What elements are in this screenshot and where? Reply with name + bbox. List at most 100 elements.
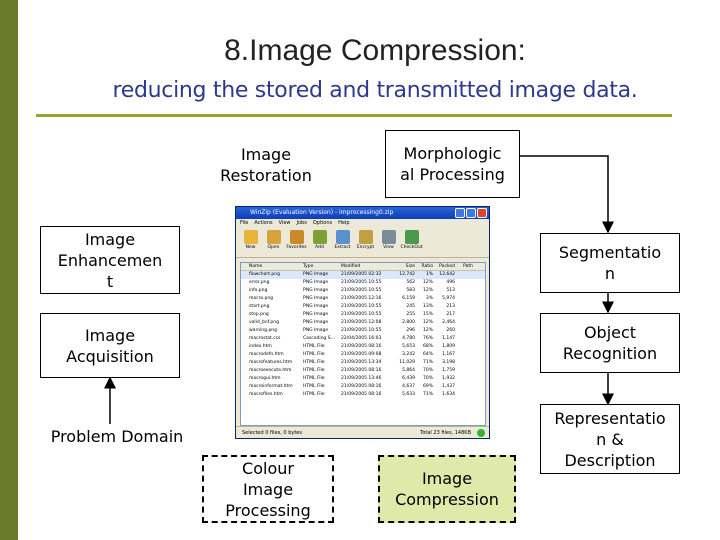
maximize-icon bbox=[466, 208, 476, 218]
table-cell: 21/09/2005 02:32 bbox=[341, 272, 382, 277]
table-cell bbox=[457, 383, 473, 391]
minimize-icon bbox=[455, 208, 465, 218]
table-cell: 69% bbox=[422, 384, 433, 389]
table-cell: 71% bbox=[422, 360, 433, 365]
new-archive-icon bbox=[243, 230, 258, 244]
node-problem-domain: Problem Domain bbox=[50, 427, 184, 446]
table-cell: 21/09/2005 08:16 bbox=[341, 392, 382, 397]
table-cell: HTML File bbox=[303, 360, 325, 365]
node-label: Object Recognition bbox=[562, 323, 658, 363]
table-cell bbox=[457, 303, 473, 311]
table-cell: 3,198 bbox=[442, 360, 455, 365]
table-cell bbox=[457, 351, 473, 359]
table-cell bbox=[457, 311, 473, 319]
table-cell: PNG Image bbox=[303, 288, 329, 293]
open-folder-icon bbox=[266, 230, 281, 244]
table-cell: 4,637 bbox=[402, 384, 415, 389]
table-cell: 3% bbox=[425, 296, 433, 301]
table-cell bbox=[457, 295, 473, 303]
table-cell bbox=[457, 343, 473, 351]
toolbar-button-open: Open bbox=[263, 230, 284, 255]
table-cell: 1,932 bbox=[442, 376, 455, 381]
table-cell: 21/09/2005 10:55 bbox=[341, 312, 382, 317]
add-icon bbox=[312, 230, 327, 244]
table-cell: 245 bbox=[406, 304, 415, 309]
table-cell bbox=[457, 391, 473, 399]
table-cell: 68% bbox=[422, 344, 433, 349]
table-cell: PNG Image bbox=[303, 328, 329, 333]
node-label: Colour Image Processing bbox=[225, 458, 311, 520]
table-cell: 21/09/2005 08:16 bbox=[341, 344, 382, 349]
arrow-morph-to-segmentation bbox=[520, 155, 614, 234]
menu-item-options: Options bbox=[312, 220, 333, 226]
table-cell: Cascading S... bbox=[303, 336, 335, 341]
toolbar-label: Extract bbox=[334, 245, 351, 250]
table-cell: 1% bbox=[425, 272, 433, 277]
column-header-name: Name bbox=[249, 264, 263, 269]
node-label: Image Enhancemen t bbox=[57, 229, 163, 291]
table-cell: index.htm bbox=[249, 344, 272, 349]
toolbar-label: Encrypt bbox=[356, 245, 375, 250]
table-cell: PNG Image bbox=[303, 272, 329, 277]
toolbar-button-checkout: CheckOut bbox=[400, 230, 423, 255]
table-cell: 21/09/2005 12:08 bbox=[341, 320, 382, 325]
table-cell: 2,464 bbox=[442, 320, 455, 325]
table-cell: macrodefn.htm bbox=[249, 352, 284, 357]
table-cell: 70% bbox=[422, 368, 433, 373]
window-buttons bbox=[455, 208, 487, 218]
toolbar-label: Add bbox=[315, 245, 324, 250]
table-cell: macrofeatures.htm bbox=[249, 360, 293, 365]
status-light-icon bbox=[477, 429, 485, 437]
status-right: Total 23 files, 148KB bbox=[420, 430, 471, 436]
table-cell: PNG Image bbox=[303, 312, 329, 317]
table-cell: HTML File bbox=[303, 376, 325, 381]
table-cell: 1,147 bbox=[442, 336, 455, 341]
node-label: Image Restoration bbox=[220, 145, 312, 185]
toolbar-label: CheckOut bbox=[400, 245, 423, 250]
table-cell bbox=[457, 327, 473, 335]
table-cell: 21/09/2005 10:55 bbox=[341, 304, 382, 309]
table-cell: 13% bbox=[422, 304, 433, 309]
extract-icon bbox=[335, 230, 350, 244]
column-header-type: Type bbox=[303, 264, 314, 269]
table-cell: 12% bbox=[422, 320, 433, 325]
table-cell: PNG Image bbox=[303, 304, 329, 309]
menu-item-actions: Actions bbox=[254, 220, 273, 226]
table-cell: 71% bbox=[422, 392, 433, 397]
table-cell: macrogui.htm bbox=[249, 376, 281, 381]
column-header-modified: Modified bbox=[341, 264, 361, 269]
table-cell: macrofiles.htm bbox=[249, 392, 283, 397]
table-cell: 217 bbox=[446, 312, 455, 317]
table-row: macrofeatures.htm HTML File 21/09/2005 13:… bbox=[241, 359, 485, 367]
column-header-size: Size bbox=[405, 264, 415, 269]
table-cell: 21/09/2005 08:16 bbox=[341, 384, 382, 389]
table-cell: 12% bbox=[422, 328, 433, 333]
toolbar-button-view: View bbox=[378, 230, 399, 255]
node-image-acquisition: Image Acquisition bbox=[40, 313, 180, 378]
checkout-icon bbox=[404, 230, 419, 244]
status-left: Selected 0 files, 0 bytes bbox=[242, 430, 302, 436]
node-label: Image Acquisition bbox=[66, 325, 154, 366]
close-icon bbox=[477, 208, 487, 218]
table-cell: 6,439 bbox=[402, 376, 415, 381]
table-cell: 21/09/2005 13:34 bbox=[341, 360, 382, 365]
table-cell: HTML File bbox=[303, 344, 325, 349]
node-object-recognition: Object Recognition bbox=[540, 313, 680, 373]
table-cell: 11,029 bbox=[399, 360, 415, 365]
table-cell: 513 bbox=[446, 288, 455, 293]
slide-subtitle: reducing the stored and transmitted imag… bbox=[112, 78, 638, 103]
table-cell: 496 bbox=[446, 280, 455, 285]
node-label: Morphologic al Processing bbox=[400, 144, 505, 184]
toolbar-button-new: New bbox=[240, 230, 261, 255]
table-cell: macro.png bbox=[249, 296, 274, 301]
table-cell: 4,780 bbox=[402, 336, 415, 341]
